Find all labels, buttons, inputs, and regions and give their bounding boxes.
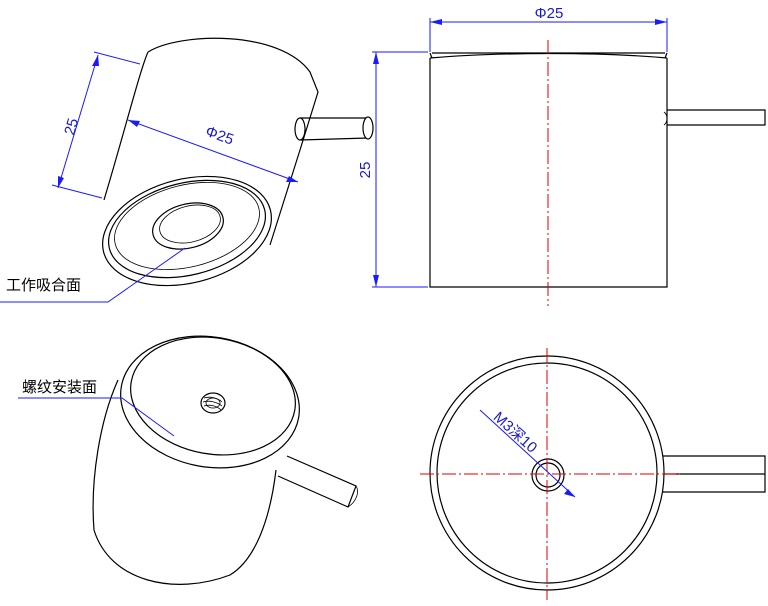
iso-view-thread-face: 螺纹安装面 xyxy=(18,335,358,585)
iso-diameter-label: Φ25 xyxy=(203,123,236,149)
thread-face-leader: 螺纹安装面 xyxy=(18,378,175,437)
front-view: Φ25 25 xyxy=(357,5,766,306)
front-terminal-pin xyxy=(663,109,766,126)
working-face-leader: 工作吸合面 xyxy=(0,247,186,303)
front-diameter-label: Φ25 xyxy=(535,5,564,22)
front-height-dimension: 25 xyxy=(357,51,428,288)
thread-face-label: 螺纹安装面 xyxy=(22,378,97,396)
threaded-hole xyxy=(200,392,226,414)
working-face xyxy=(102,175,272,287)
iso-view-working-face: 25 Φ25 工作吸合面 xyxy=(0,37,374,303)
top-view-hole xyxy=(531,458,565,492)
top-view-terminal-pin xyxy=(663,455,766,493)
bottom-terminal-pin xyxy=(277,455,358,508)
front-height-label: 25 xyxy=(357,162,374,179)
working-face-label: 工作吸合面 xyxy=(6,276,81,294)
iso-height-label: 25 xyxy=(61,116,82,137)
iso-height-dimension: 25 xyxy=(51,51,141,199)
top-view: M3深10 xyxy=(420,348,766,600)
terminal-pin xyxy=(294,116,374,141)
front-diameter-dimension: Φ25 xyxy=(429,5,668,52)
iso-diameter-dimension: Φ25 xyxy=(127,119,299,183)
